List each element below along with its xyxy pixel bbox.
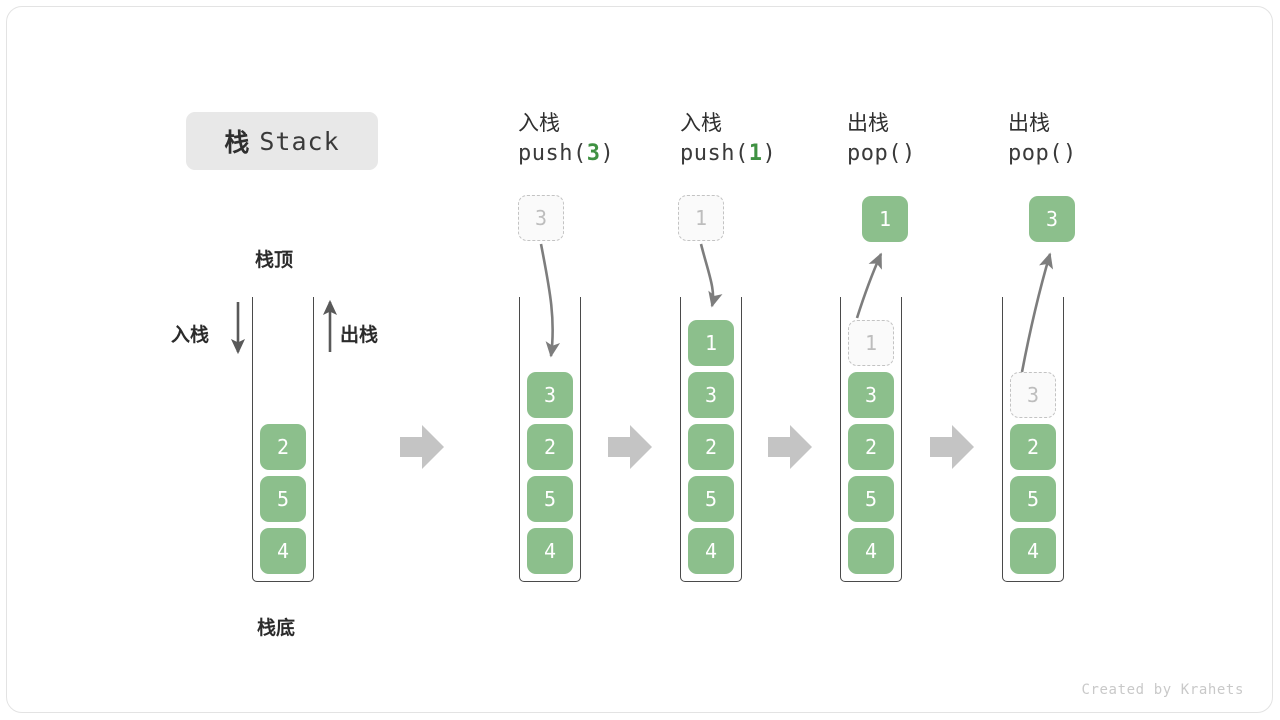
diagram-title-chip: 栈 Stack (186, 112, 378, 170)
step-operation-name: 入栈 (518, 111, 560, 135)
stack-cell: 5 (848, 476, 894, 522)
stack-container-initial (252, 297, 314, 582)
stack-container-step-1 (519, 297, 581, 582)
stack-cell: 5 (688, 476, 734, 522)
step-header-push-3: 入栈 push(3) (518, 108, 614, 170)
step-operation-name: 出栈 (847, 111, 889, 135)
floating-element-ghost: 1 (678, 195, 724, 241)
title-chinese: 栈 (224, 128, 250, 157)
stack-cell: 1 (688, 320, 734, 366)
popped-element: 3 (1029, 196, 1075, 242)
stack-cell: 3 (848, 372, 894, 418)
stack-cell: 4 (527, 528, 573, 574)
title-english: Stack (259, 126, 340, 156)
code-suffix: ) (1062, 141, 1077, 166)
stack-cell: 3 (527, 372, 573, 418)
stack-cell: 2 (260, 424, 306, 470)
step-operation-code: pop() (1008, 138, 1077, 170)
step-operation-name: 入栈 (680, 111, 722, 135)
stack-cell: 3 (688, 372, 734, 418)
step-header-push-1: 入栈 push(1) (680, 108, 776, 170)
step-operation-code: push(1) (680, 138, 776, 170)
code-prefix: push( (518, 141, 587, 166)
stack-cell: 4 (688, 528, 734, 574)
step-operation-code: pop() (847, 138, 916, 170)
step-operation-name: 出栈 (1008, 111, 1050, 135)
push-direction-label: 入栈 (171, 324, 210, 346)
code-suffix: ) (762, 141, 777, 166)
stack-cell: 5 (527, 476, 573, 522)
popped-element: 1 (862, 196, 908, 242)
stack-cell: 4 (260, 528, 306, 574)
stack-cell-ghost: 3 (1010, 372, 1056, 418)
stack-cell: 2 (688, 424, 734, 470)
stack-cell: 4 (848, 528, 894, 574)
stack-cell: 4 (1010, 528, 1056, 574)
code-prefix: push( (680, 141, 749, 166)
step-header-pop-1: 出栈 pop() (847, 108, 916, 170)
stack-cell-ghost: 1 (848, 320, 894, 366)
stack-bottom-label: 栈底 (257, 617, 296, 639)
stack-cell: 2 (1010, 424, 1056, 470)
stack-container-step-2 (680, 297, 742, 582)
code-argument: 3 (586, 141, 601, 166)
stack-cell: 2 (848, 424, 894, 470)
stack-cell: 5 (260, 476, 306, 522)
stack-top-label: 栈顶 (255, 249, 294, 271)
stack-container-step-3 (840, 297, 902, 582)
pop-direction-label: 出栈 (340, 324, 379, 346)
step-header-pop-3: 出栈 pop() (1008, 108, 1077, 170)
code-argument: 1 (748, 141, 763, 166)
stack-cell: 5 (1010, 476, 1056, 522)
floating-element-ghost: 3 (518, 195, 564, 241)
stack-cell: 2 (527, 424, 573, 470)
code-suffix: ) (600, 141, 615, 166)
code-suffix: ) (901, 141, 916, 166)
code-prefix: pop( (847, 141, 902, 166)
stack-container-step-4 (1002, 297, 1064, 582)
credit-text: Created by Krahets (1081, 682, 1244, 698)
step-operation-code: push(3) (518, 138, 614, 170)
code-prefix: pop( (1008, 141, 1063, 166)
